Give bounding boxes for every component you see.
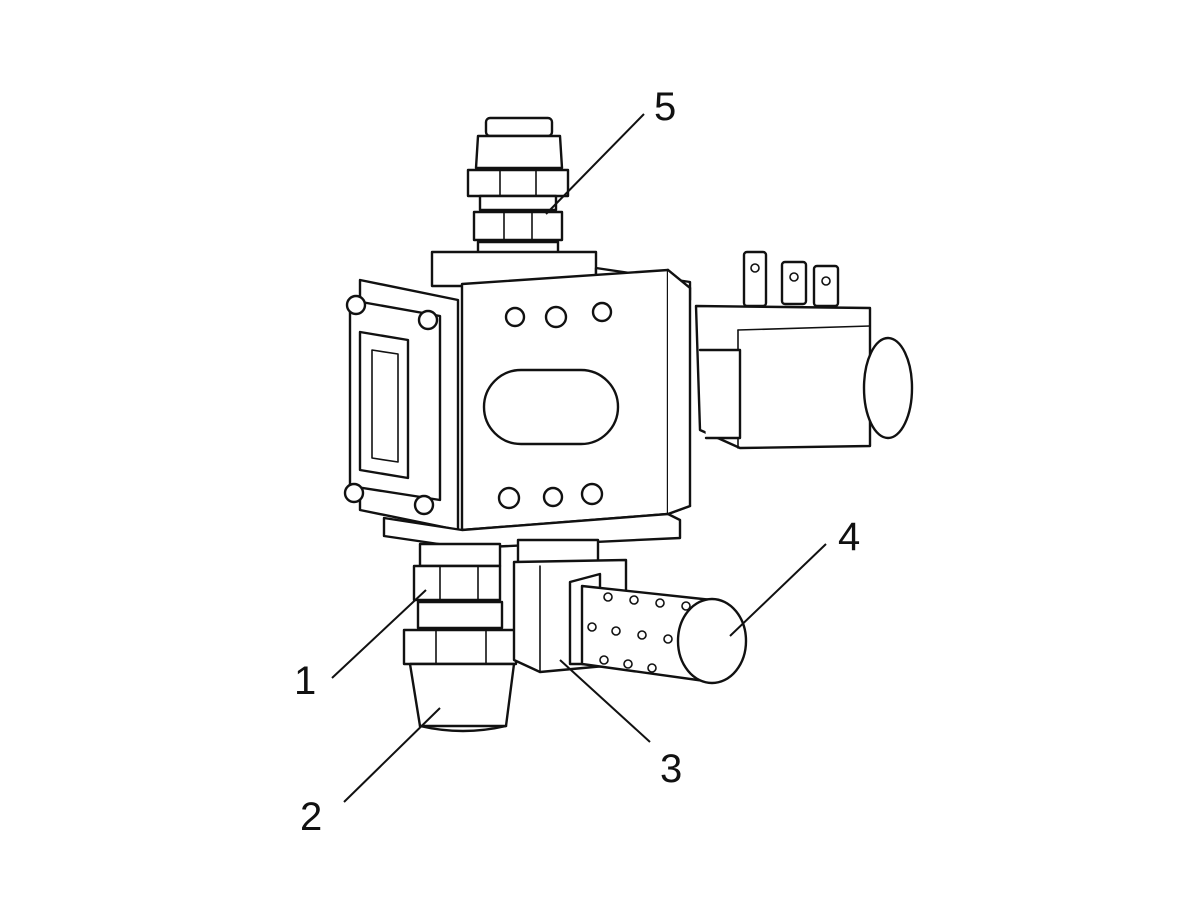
top-fitting [466, 116, 570, 266]
callout-label-3: 3 [660, 747, 682, 791]
leader-line-4 [729, 543, 827, 637]
callout-label-2: 2 [300, 795, 322, 839]
vent-hole-icon [587, 592, 691, 673]
solenoid-coil [694, 250, 914, 450]
screw-icon [343, 294, 439, 516]
callout-label-4: 4 [838, 515, 860, 559]
leader-line-2 [343, 707, 441, 803]
leader-line-5 [545, 113, 645, 215]
valve-side-cover [343, 278, 460, 532]
bottom-fitting [402, 542, 518, 733]
leader-lines [331, 113, 827, 803]
callout-label-1: 1 [294, 659, 316, 703]
callout-label-5: 5 [654, 85, 676, 129]
leader-line-1 [331, 589, 427, 679]
callout-labels: 5 4 3 1 2 [294, 85, 860, 839]
silencer [568, 572, 748, 685]
valve-body [382, 268, 692, 550]
leader-line-3 [559, 659, 651, 743]
terminal-icon [742, 250, 840, 308]
